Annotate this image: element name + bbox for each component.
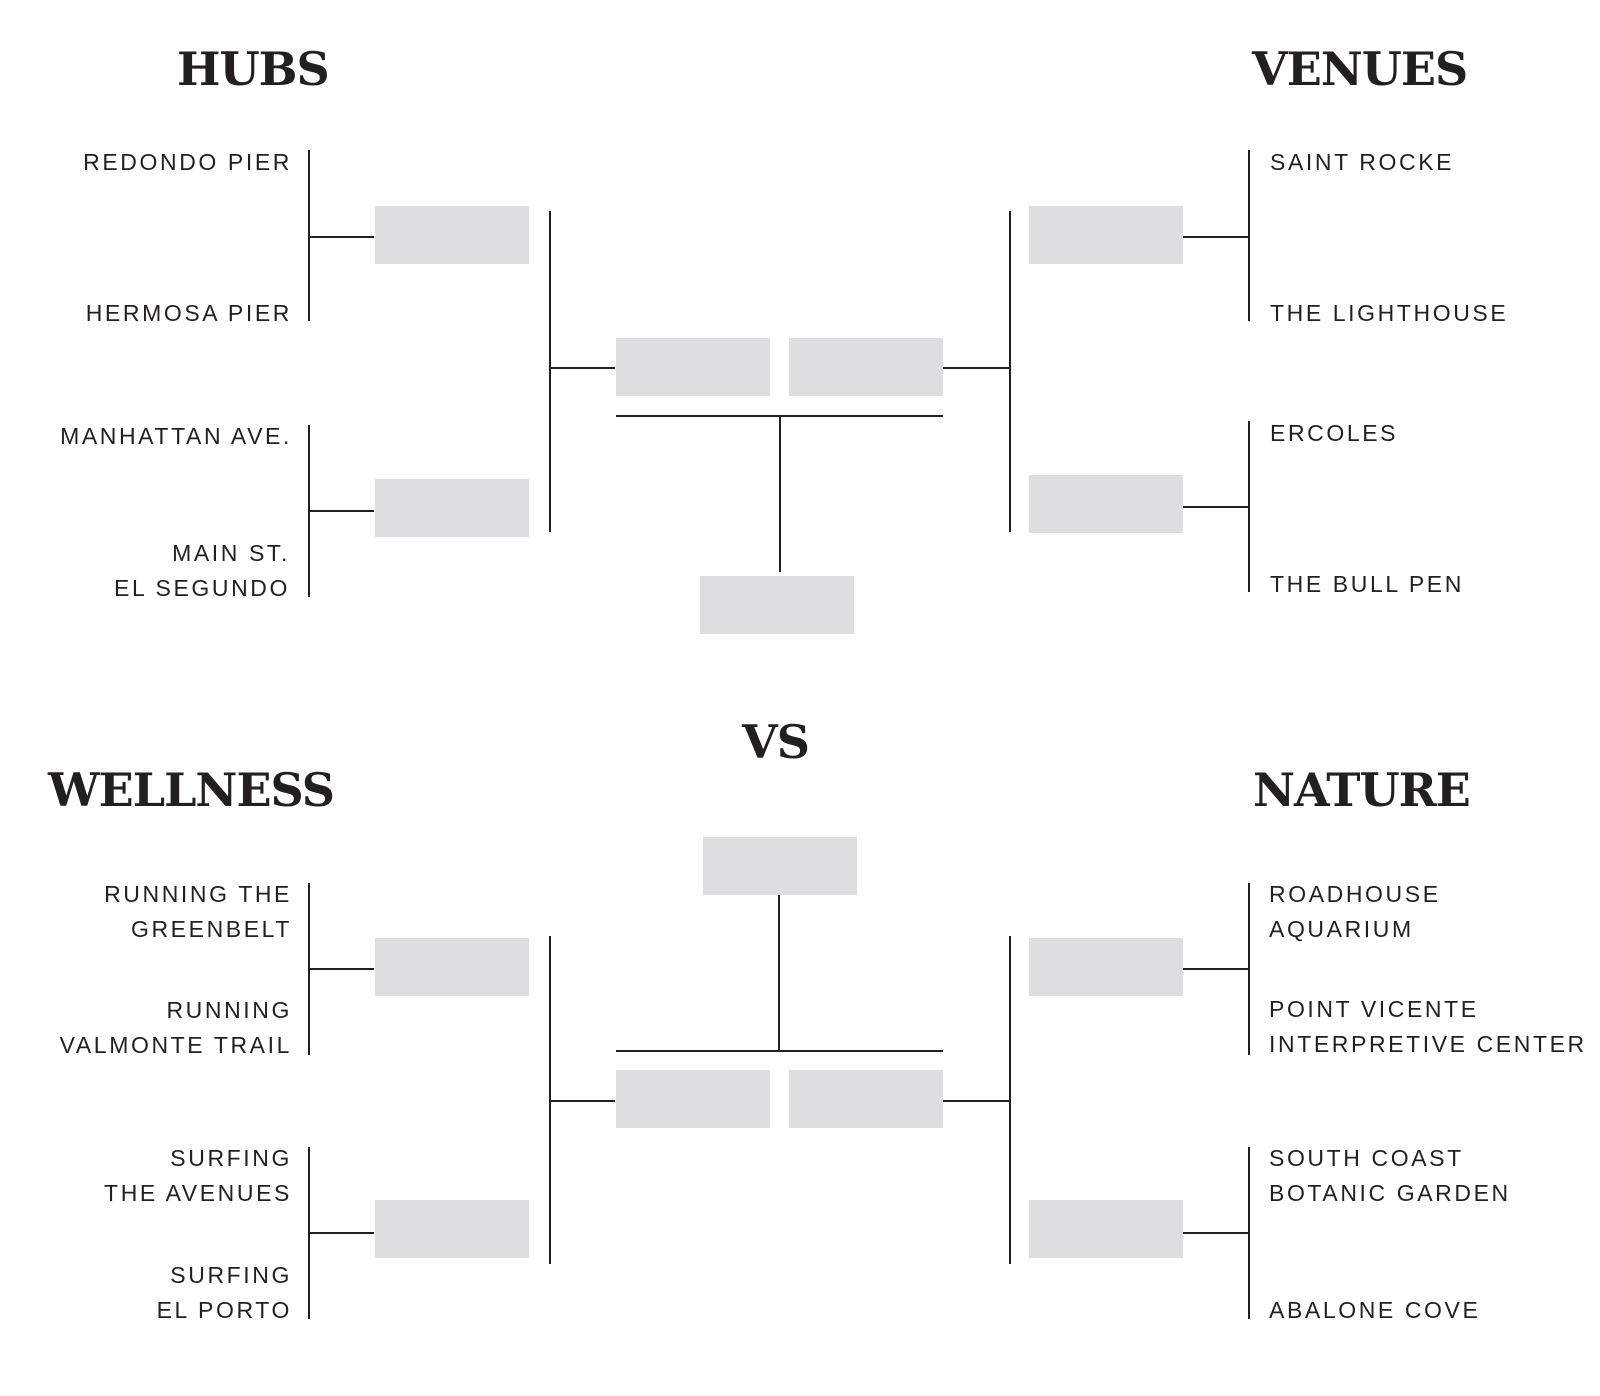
bracket-line: [549, 367, 615, 369]
bracket-line: [308, 236, 374, 238]
bracket-entry: SAINT ROCKE: [1270, 149, 1455, 175]
matchup-slot[interactable]: [1029, 1200, 1183, 1258]
bracket-entry: ABALONE COVE: [1269, 1297, 1481, 1323]
matchup-slot[interactable]: [375, 1200, 529, 1258]
bracket-line: [1183, 968, 1249, 970]
matchup-slot[interactable]: [616, 338, 770, 396]
matchup-slot[interactable]: [1029, 475, 1183, 533]
bracket-line: [943, 1100, 1010, 1102]
matchup-slot[interactable]: [1029, 206, 1183, 264]
bracket-entry: MAIN ST.EL SEGUNDO: [114, 540, 290, 601]
matchup-slot[interactable]: [789, 338, 943, 396]
heading-nature: NATURE: [1253, 763, 1471, 817]
bracket-line: [778, 895, 780, 1051]
matchup-slot[interactable]: [616, 1070, 770, 1128]
heading-versus: VS: [742, 715, 810, 769]
bracket-line: [1009, 936, 1011, 1264]
bracket-line: [1183, 1232, 1249, 1234]
bracket-line: [1248, 883, 1250, 1055]
bracket-line: [1183, 506, 1249, 508]
heading-venues: VENUES: [1252, 42, 1468, 96]
bracket-line: [1248, 1147, 1250, 1319]
bracket-line: [943, 367, 1010, 369]
bracket-entry: THE BULL PEN: [1270, 571, 1464, 597]
bracket-line: [779, 415, 781, 572]
champion-slot[interactable]: [703, 837, 857, 895]
bracket-entry: ERCOLES: [1270, 420, 1399, 446]
matchup-slot[interactable]: [375, 206, 529, 264]
bracket-entry: HERMOSA PIER: [85, 300, 292, 326]
bracket-line: [308, 150, 310, 321]
bracket-line: [616, 1050, 943, 1052]
bracket-line: [308, 968, 374, 970]
bracket-line: [308, 1232, 374, 1234]
heading-wellness: WELLNESS: [48, 763, 335, 817]
bracket-line: [549, 1100, 615, 1102]
heading-hubs: HUBS: [177, 42, 330, 96]
bracket-line: [549, 211, 551, 532]
bracket-line: [1248, 421, 1250, 592]
bracket-line: [1009, 211, 1011, 532]
bracket-entry: REDONDO PIER: [83, 149, 292, 175]
bracket-line: [308, 510, 374, 512]
matchup-slot[interactable]: [1029, 938, 1183, 996]
matchup-slot[interactable]: [789, 1070, 943, 1128]
matchup-slot[interactable]: [375, 479, 529, 537]
bracket-line: [1248, 150, 1250, 321]
bracket-entry: MANHATTAN AVE.: [60, 423, 292, 449]
matchup-slot[interactable]: [375, 938, 529, 996]
bracket-line: [1183, 236, 1249, 238]
bracket-entry: THE LIGHTHOUSE: [1270, 300, 1509, 326]
champion-slot[interactable]: [700, 576, 854, 634]
